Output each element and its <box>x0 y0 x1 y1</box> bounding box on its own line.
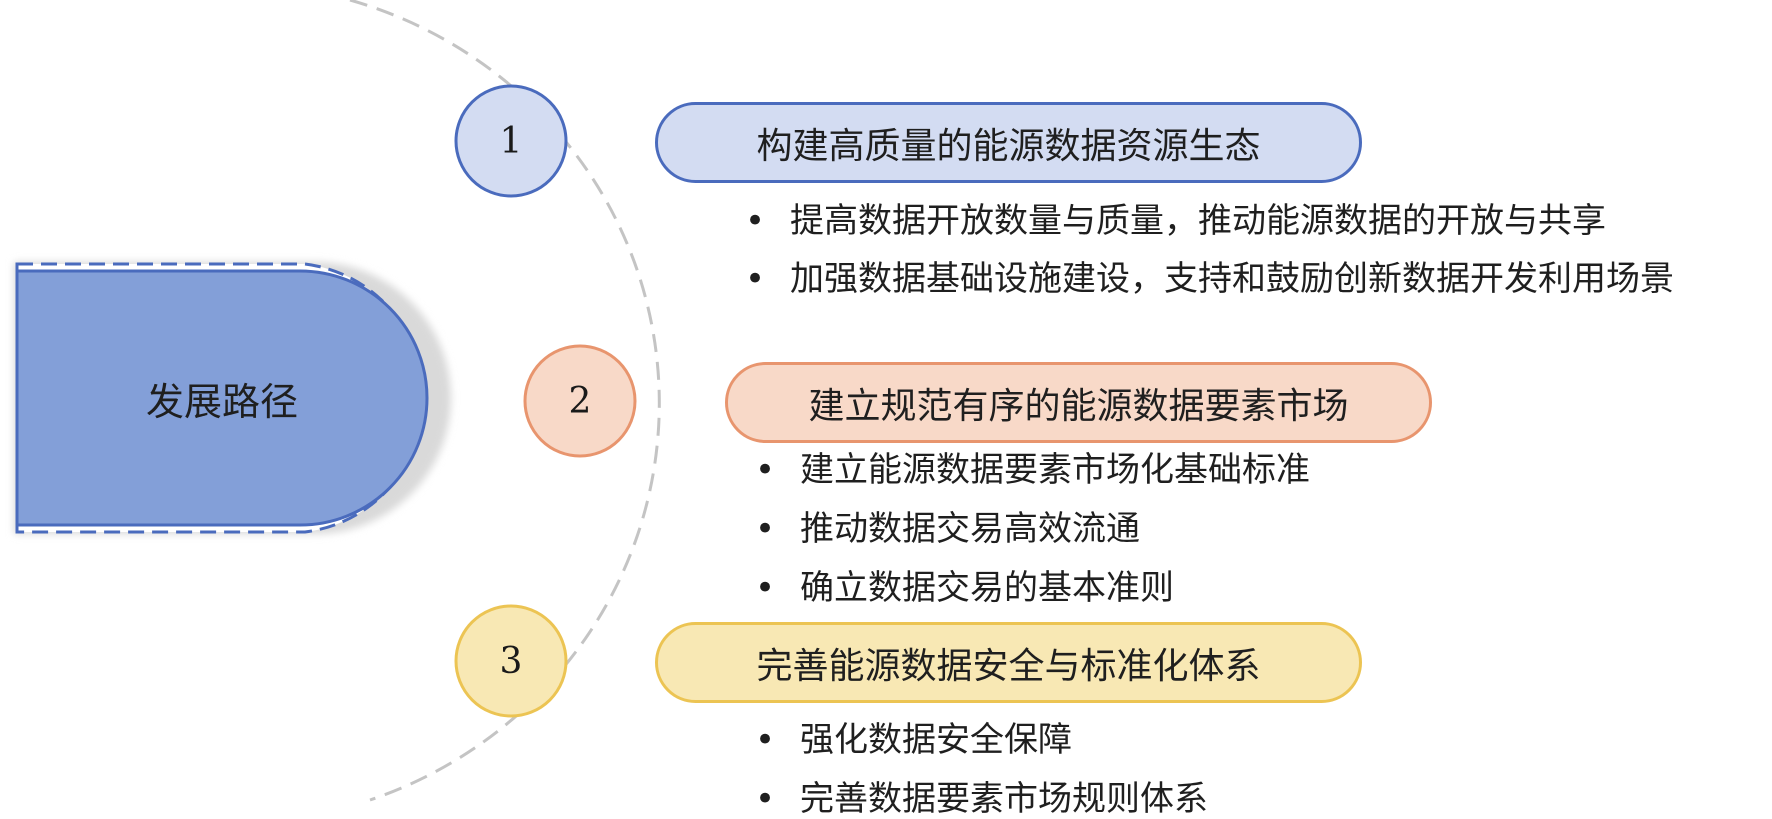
step-number-1: 1 <box>499 120 523 162</box>
bullet-dot-icon: • <box>755 450 776 490</box>
bullet-text: 加强数据基础设施建设，支持和鼓励创新数据开发利用场景 <box>790 259 1674 299</box>
hub-label: 发展路径 <box>145 379 298 424</box>
bullet-item: • 加强数据基础设施建设，支持和鼓励创新数据开发利用场景 <box>745 259 1674 299</box>
bullet-dot-icon: • <box>755 568 776 608</box>
bullet-item: • 推动数据交易高效流通 <box>755 509 1140 549</box>
step-circle-3 <box>454 604 568 718</box>
step-number-2: 2 <box>568 380 592 422</box>
step-title-pill-3: 完善能源数据安全与标准化体系 <box>655 622 1362 703</box>
bullet-text: 强化数据安全保障 <box>800 720 1072 760</box>
bullet-item: • 确立数据交易的基本准则 <box>755 568 1174 608</box>
step-title-3: 完善能源数据安全与标准化体系 <box>756 645 1261 687</box>
bullet-item: • 完善数据要素市场规则体系 <box>755 779 1208 819</box>
bullet-item: • 提高数据开放数量与质量，推动能源数据的开放与共享 <box>745 201 1606 241</box>
bullet-text: 完善数据要素市场规则体系 <box>800 779 1208 819</box>
bullet-dot-icon: • <box>745 201 766 241</box>
step-circle-1 <box>454 84 568 198</box>
step-title-pill-1: 构建高质量的能源数据资源生态 <box>655 102 1362 183</box>
step-circle-2 <box>523 344 637 458</box>
hub-shape <box>15 269 429 527</box>
step-title-1: 构建高质量的能源数据资源生态 <box>756 125 1261 167</box>
bullet-item: • 建立能源数据要素市场化基础标准 <box>755 450 1310 490</box>
bullet-text: 确立数据交易的基本准则 <box>800 568 1174 608</box>
bullet-dot-icon: • <box>755 720 776 760</box>
step-title-pill-2: 建立规范有序的能源数据要素市场 <box>725 362 1432 443</box>
bullet-text: 推动数据交易高效流通 <box>800 509 1140 549</box>
bullet-text: 建立能源数据要素市场化基础标准 <box>800 450 1310 490</box>
bullet-text: 提高数据开放数量与质量，推动能源数据的开放与共享 <box>790 201 1606 241</box>
step-title-2: 建立规范有序的能源数据要素市场 <box>808 385 1349 427</box>
bullet-dot-icon: • <box>755 509 776 549</box>
bullet-item: • 强化数据安全保障 <box>755 720 1072 760</box>
bullet-dot-icon: • <box>755 779 776 819</box>
bullet-dot-icon: • <box>745 259 766 299</box>
step-number-3: 3 <box>499 640 523 682</box>
